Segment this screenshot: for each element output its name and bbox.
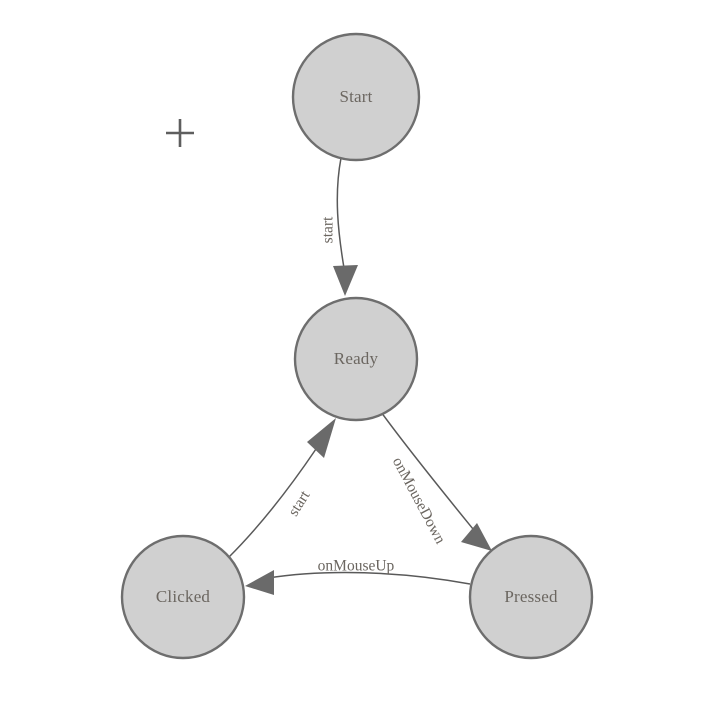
node-clicked-label: Clicked	[156, 587, 211, 606]
edge-clicked-to-ready-arrowhead	[307, 418, 336, 458]
node-clicked-circle[interactable]	[120, 534, 246, 660]
plus-marker-icon[interactable]	[166, 119, 194, 147]
node-pressed-circle[interactable]	[468, 534, 594, 660]
node-start-circle[interactable]	[291, 32, 421, 162]
edge-start-to-ready[interactable]: start	[320, 157, 358, 296]
edge-pressed-to-clicked-path	[267, 571, 471, 585]
edge-pressed-to-clicked-arrowhead	[245, 570, 274, 595]
edge-label-start-to-ready: start	[320, 216, 337, 243]
edge-ready-to-pressed-path	[380, 411, 474, 530]
edge-clicked-to-ready-path	[228, 448, 317, 558]
node-clicked[interactable]: Clicked	[120, 534, 246, 660]
node-pressed-label: Pressed	[504, 587, 558, 606]
node-ready-label: Ready	[334, 349, 379, 368]
node-start-label: Start	[339, 87, 372, 106]
edge-label-pressed-to-clicked: onMouseUp	[318, 558, 395, 575]
edge-ready-to-pressed-arrowhead	[461, 523, 492, 551]
edge-start-to-ready-path	[336, 157, 345, 269]
node-ready[interactable]: Ready	[293, 296, 419, 422]
node-start[interactable]: Start	[291, 32, 421, 162]
node-ready-circle[interactable]	[293, 296, 419, 422]
node-pressed[interactable]: Pressed	[468, 534, 594, 660]
edge-start-to-ready-arrowhead	[333, 265, 358, 296]
edge-pressed-to-clicked[interactable]: onMouseUp	[245, 558, 471, 595]
